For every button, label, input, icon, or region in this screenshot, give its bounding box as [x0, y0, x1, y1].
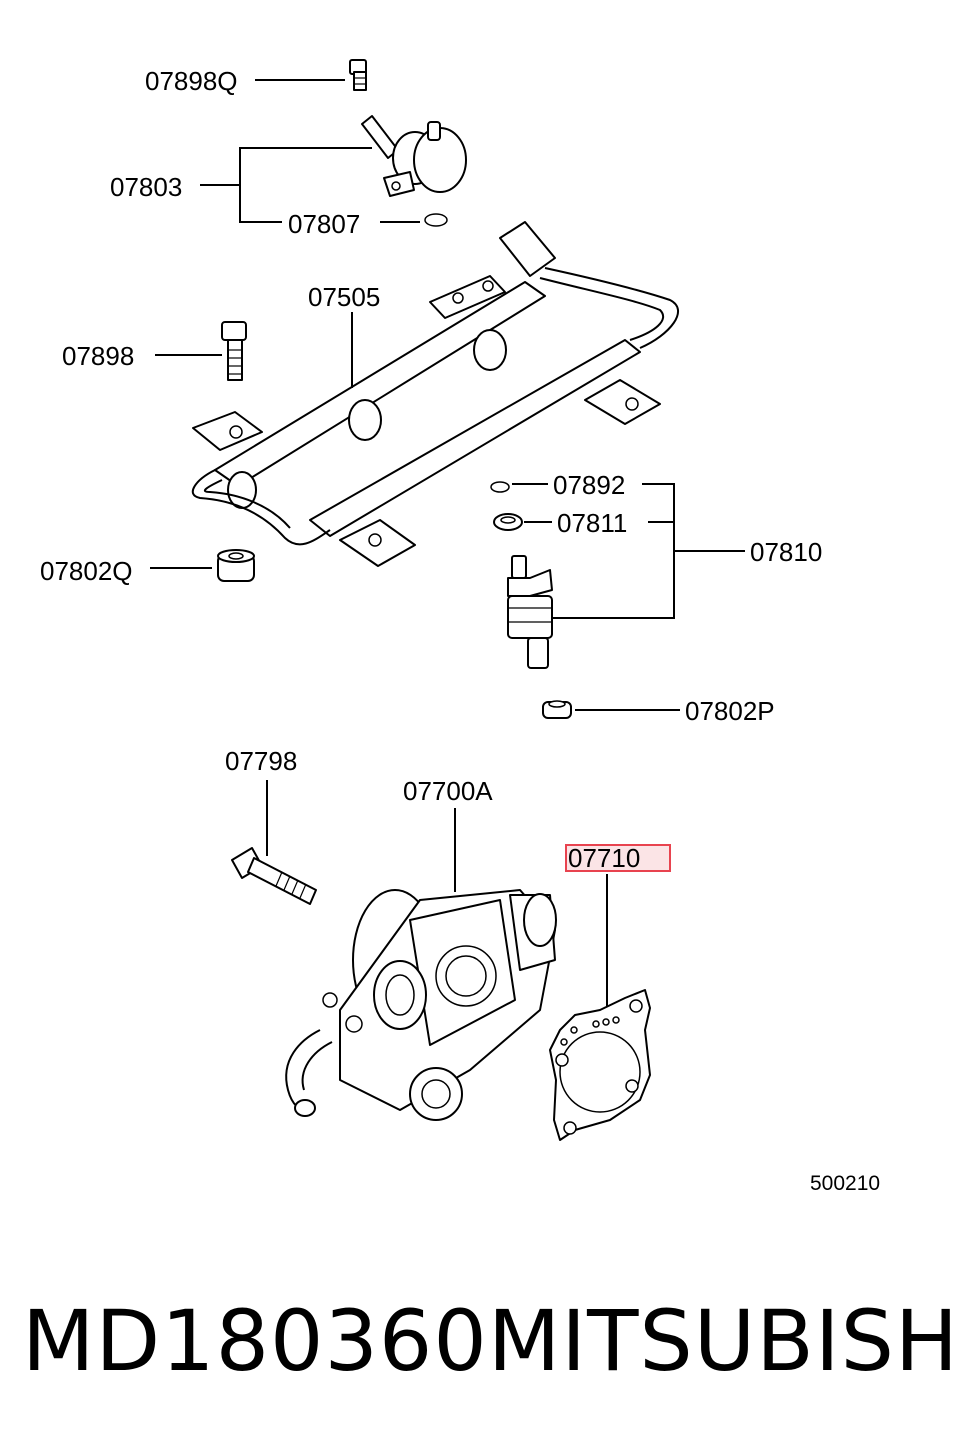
label-07811[interactable]: 07811 [557, 508, 627, 538]
label-07898[interactable]: 07898 [62, 341, 134, 371]
part-07803-pressure-regulator [361, 115, 467, 197]
label-07803[interactable]: 07803 [110, 172, 182, 202]
part-07802q-insulator [217, 549, 255, 582]
label-07798[interactable]: 07798 [225, 746, 297, 776]
label-07505[interactable]: 07505 [308, 282, 380, 312]
label-07710[interactable]: 07710 [568, 843, 640, 873]
label-07810[interactable]: 07810 [750, 537, 822, 567]
label-07807[interactable]: 07807 [288, 209, 360, 239]
part-07710-gasket [549, 989, 651, 1141]
part-07898-bolt [221, 321, 247, 381]
label-07892[interactable]: 07892 [553, 470, 625, 500]
part-07798-bolt [231, 847, 317, 905]
brand-name: MITSUBISHI [487, 1292, 960, 1390]
part-07807-o-ring [424, 213, 448, 227]
part-07505-fuel-rail [191, 221, 680, 567]
caption-bar: MD180360 MITSUBISHI [22, 1286, 960, 1396]
part-07898q-bolt [255, 59, 367, 91]
highlight-box-07710 [565, 844, 671, 872]
figure-code: 500210 [810, 1172, 880, 1195]
part-07892-o-ring [490, 481, 510, 493]
part-07700a-throttle-body [285, 889, 557, 1121]
part-number: MD180360 [22, 1292, 488, 1390]
parts-diagram: 07898Q 07803 07807 [40, 59, 880, 1195]
label-07898q[interactable]: 07898Q [145, 66, 238, 96]
part-07810-injector [507, 555, 553, 669]
part-07811-grommet [493, 513, 523, 531]
part-07802p-insulator [542, 700, 572, 719]
label-07700a[interactable]: 07700A [403, 776, 493, 806]
label-07802q[interactable]: 07802Q [40, 556, 133, 586]
label-07802p[interactable]: 07802P [685, 696, 775, 726]
